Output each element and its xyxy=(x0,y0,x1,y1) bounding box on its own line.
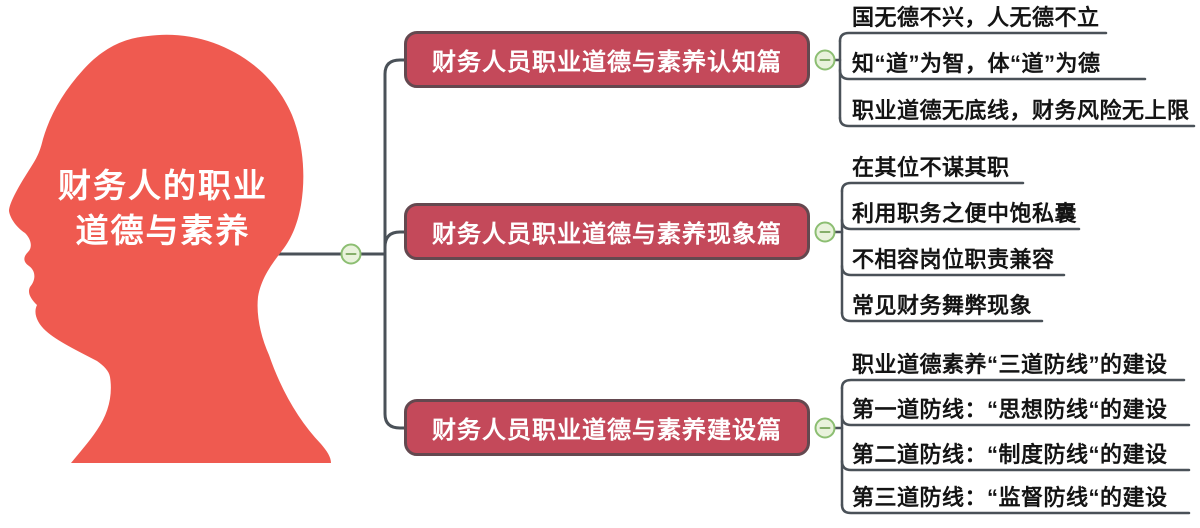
root-topic[interactable]: 财务人的职业 道德与素养 xyxy=(30,163,296,253)
leaf-underline xyxy=(840,218,1081,231)
leaf-topic-2-4[interactable]: 常见财务舞弊现象 xyxy=(852,293,1033,318)
collapse-toggle-branch-2-icon[interactable] xyxy=(814,221,836,243)
branch-topic-3-label: 财务人员职业道德与素养建设篇 xyxy=(432,417,782,444)
branch-topic-3[interactable]: 财务人员职业道德与素养建设篇 xyxy=(404,399,810,456)
branch-2-connector-line xyxy=(383,230,406,256)
collapse-toggle-branch-1-icon[interactable] xyxy=(814,49,836,71)
branch-topic-1[interactable]: 财务人员职业道德与素养认知篇 xyxy=(404,31,810,88)
leaf-topic-1-1[interactable]: 国无德不兴，人无德不立 xyxy=(852,5,1100,30)
root-title-line-2: 道德与素养 xyxy=(75,212,251,249)
leaf-topic-2-3[interactable]: 不相容岗位职责兼容 xyxy=(852,247,1055,272)
branch-topic-2[interactable]: 财务人员职业道德与素养现象篇 xyxy=(404,203,810,260)
leaf-underline xyxy=(840,181,1025,193)
leaf-topic-2-1[interactable]: 在其位不谋其职 xyxy=(852,155,1010,180)
leaf-topic-2-2[interactable]: 利用职务之便中饱私囊 xyxy=(852,201,1078,226)
leaf-topic-3-1[interactable]: 职业道德素养“三道防线”的建设 xyxy=(852,352,1168,377)
leaf-underline xyxy=(840,264,1066,277)
branch-topic-1-label: 财务人员职业道德与素养认知篇 xyxy=(432,49,782,76)
leaf-topic-1-3[interactable]: 职业道德无底线，财务风险无上限 xyxy=(852,98,1190,123)
branch-3-connector-line xyxy=(383,252,406,430)
leaf-underline xyxy=(840,503,1191,515)
leaf-underline xyxy=(838,116,1196,128)
leaf-topic-3-3[interactable]: 第二道防线：“制度防线“的建设 xyxy=(852,442,1168,467)
leaf-topic-3-2[interactable]: 第一道防线：“思想防线“的建设 xyxy=(852,397,1168,422)
collapse-toggle-branch-3-icon[interactable] xyxy=(814,417,836,439)
branch-1-connector-line xyxy=(383,58,407,256)
branch-topic-2-label: 财务人员职业道德与素养现象篇 xyxy=(432,221,782,248)
leaf-underline xyxy=(838,68,1147,81)
leaf-underline xyxy=(840,378,1186,390)
leaf-topic-1-2[interactable]: 知“道”为智，体“道”为德 xyxy=(852,51,1101,76)
leaf-underline xyxy=(840,311,1044,323)
root-title-line-1: 财务人的职业 xyxy=(58,167,268,204)
leaf-underline xyxy=(840,459,1191,472)
leaf-topic-3-4[interactable]: 第三道防线：“监督防线“的建设 xyxy=(852,485,1168,510)
head-silhouette[interactable] xyxy=(9,34,331,464)
collapse-toggle-root-icon[interactable] xyxy=(340,243,362,265)
leaf-underline xyxy=(838,31,1108,43)
leaf-underline xyxy=(840,414,1191,427)
